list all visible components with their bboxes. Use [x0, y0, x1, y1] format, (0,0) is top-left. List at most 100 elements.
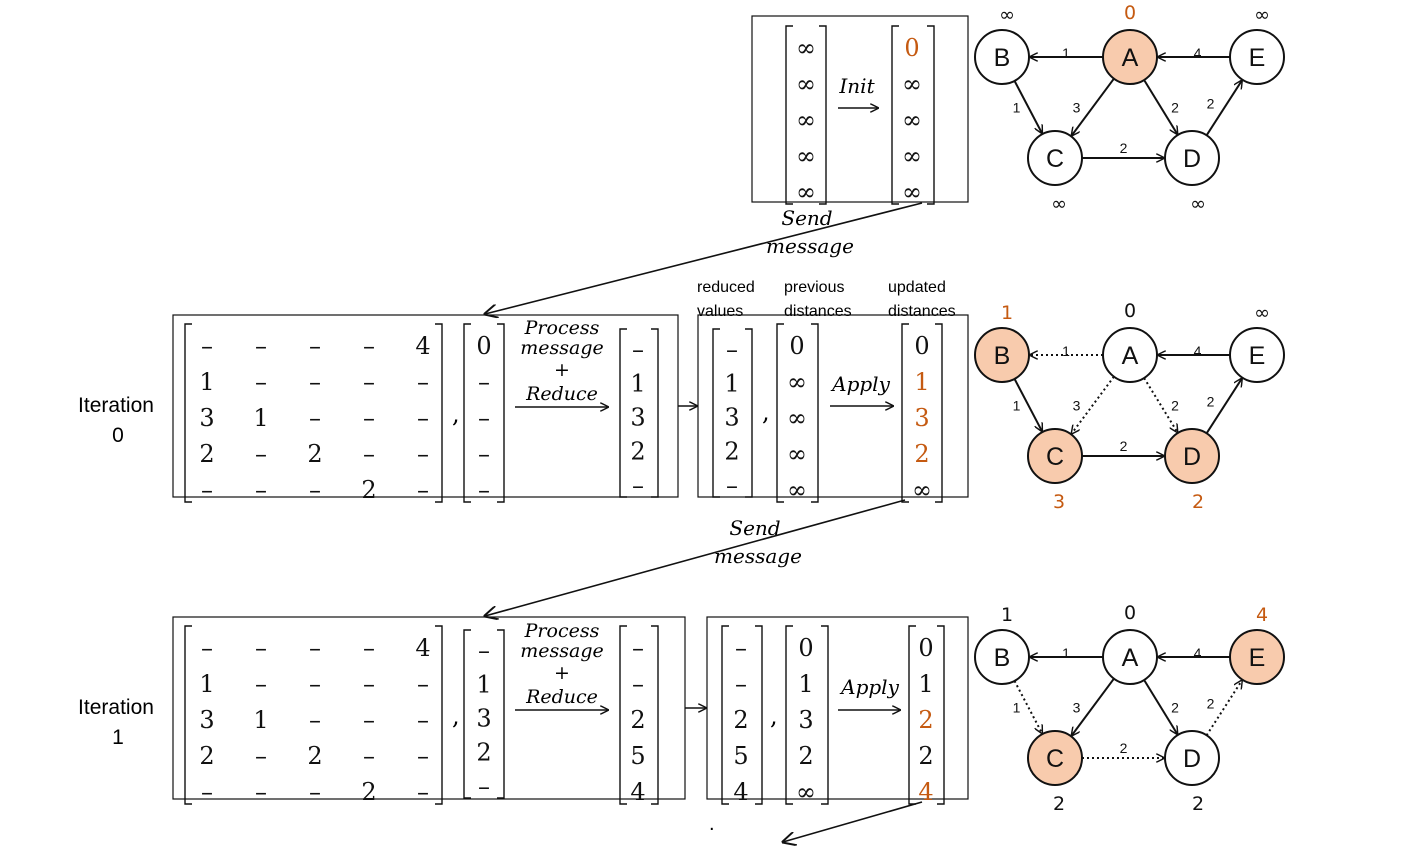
- iteration-0-label: 0: [112, 424, 124, 447]
- left-bracket: [463, 323, 471, 503]
- node-distance-D: 2: [1192, 491, 1204, 513]
- vector-entry: –: [632, 670, 644, 698]
- init-vector-before: ∞∞∞∞∞: [785, 25, 827, 206]
- vector-entry: ∞: [902, 70, 922, 98]
- matrix-entry: 2: [199, 440, 214, 468]
- left-bracket: [776, 323, 784, 503]
- node-distance-B: ∞: [999, 4, 1015, 26]
- node-B: [974, 327, 1030, 383]
- node-B: [974, 29, 1030, 85]
- node-distance-D: ∞: [1190, 193, 1206, 215]
- vector-entry: 3: [914, 404, 929, 432]
- matrix-entry: –: [309, 368, 321, 396]
- comma: ,: [452, 400, 460, 428]
- matrix-entry: 3: [199, 706, 214, 734]
- vector-entry: 2: [918, 742, 933, 770]
- vector-entry: ∞: [796, 106, 816, 134]
- message-label: message: [520, 640, 604, 662]
- iter1-apply-label: Apply: [839, 675, 899, 699]
- node-E: [1229, 629, 1285, 685]
- vector-entry: 3: [724, 404, 739, 432]
- vector-entry: 1: [918, 670, 933, 698]
- vector-entry: 0: [789, 332, 804, 360]
- edge-weight: 4: [1194, 645, 1202, 661]
- matrix-entry: –: [309, 634, 321, 662]
- right-bracket: [937, 625, 945, 805]
- plus-label: +: [554, 662, 570, 684]
- node-distance-B: 1: [1001, 302, 1013, 324]
- vector-entry: 3: [630, 404, 645, 432]
- vector-entry: ∞: [787, 404, 807, 432]
- vector-entry: ∞: [902, 178, 922, 206]
- vector-entry: –: [632, 336, 644, 364]
- edge-D-E: [1205, 81, 1242, 136]
- matrix-entry: –: [363, 706, 375, 734]
- iter1-process-caption: Process message + Reduce: [520, 620, 604, 708]
- matrix-entry: –: [309, 476, 321, 504]
- right-bracket: [745, 328, 753, 498]
- edge-weight: 4: [1194, 343, 1202, 359]
- matrix-entry: –: [201, 778, 213, 806]
- vector-entry: 2: [476, 739, 491, 767]
- matrix-entry: 2: [361, 476, 376, 504]
- previous-distances-header: previous: [784, 279, 844, 296]
- send-message-label-0-line2: message: [766, 234, 854, 258]
- vector-entry: –: [478, 368, 490, 396]
- edge-B-C: [1013, 80, 1042, 133]
- matrix-entry: –: [309, 670, 321, 698]
- edge-weight: 2: [1207, 96, 1215, 112]
- left-bracket: [785, 25, 793, 205]
- send-message-label-1-line2: message: [714, 544, 802, 568]
- right-bracket: [819, 25, 827, 205]
- node-label: B: [994, 342, 1011, 370]
- matrix-entry: –: [417, 440, 429, 468]
- node-label: A: [1122, 44, 1139, 72]
- stray-dot: .: [709, 813, 715, 835]
- node-distance-C: 2: [1053, 793, 1065, 815]
- vector-entry: ∞: [796, 778, 816, 806]
- left-bracket: [891, 25, 899, 205]
- vector-entry: ∞: [912, 476, 932, 504]
- right-bracket: [651, 625, 659, 805]
- left-bracket: [619, 625, 627, 805]
- matrix-entry: 2: [307, 440, 322, 468]
- node-D: [1164, 428, 1220, 484]
- vector-entry: –: [478, 773, 490, 801]
- vector-entry: 2: [918, 706, 933, 734]
- matrix-entry: 2: [199, 742, 214, 770]
- matrix-entry: –: [417, 670, 429, 698]
- node-distance-E: ∞: [1254, 4, 1270, 26]
- message-label: message: [520, 337, 604, 359]
- vector-entry: –: [735, 670, 747, 698]
- node-label: D: [1183, 745, 1201, 773]
- reduce-label: Reduce: [525, 686, 598, 708]
- node-C: [1027, 730, 1083, 786]
- node-B: [974, 629, 1030, 685]
- vector-entry: ∞: [902, 142, 922, 170]
- matrix-entry: –: [255, 778, 267, 806]
- vector-entry: –: [735, 634, 747, 662]
- right-bracket: [497, 629, 505, 799]
- updated-distances-header: updated: [888, 279, 946, 296]
- matrix-entry: –: [255, 670, 267, 698]
- iter0-apply-box: [697, 314, 969, 498]
- node-distance-D: 2: [1192, 793, 1204, 815]
- right-bracket: [435, 323, 443, 503]
- node-label: A: [1122, 644, 1139, 672]
- right-bracket: [497, 323, 505, 503]
- right-bracket: [811, 323, 819, 503]
- node-label: B: [994, 44, 1011, 72]
- left-bracket: [908, 625, 916, 805]
- iter0-message-vector: 0––––: [463, 323, 505, 504]
- comma: ,: [770, 702, 778, 730]
- vector-entry: ∞: [787, 368, 807, 396]
- right-bracket: [935, 323, 943, 503]
- matrix-entry: –: [363, 742, 375, 770]
- vector-entry: 0: [904, 34, 919, 62]
- node-C: [1027, 130, 1083, 186]
- node-distance-C: 3: [1053, 491, 1065, 513]
- edge-weight: 1: [1013, 398, 1021, 414]
- matrix-entry: 4: [415, 332, 430, 360]
